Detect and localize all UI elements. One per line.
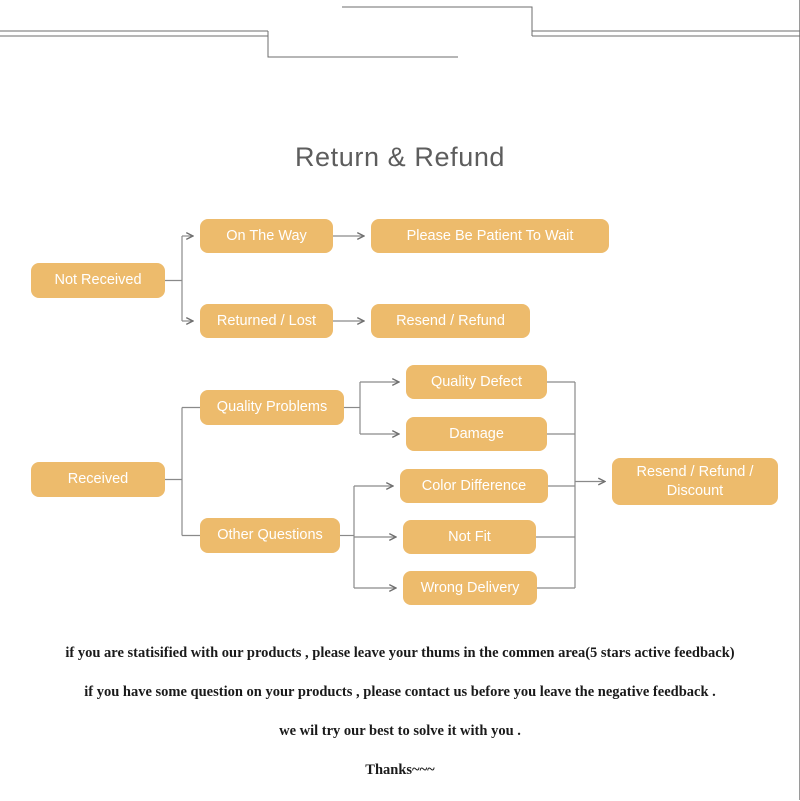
node-please-be-patient-to-wait[interactable]: Please Be Patient To Wait (371, 219, 609, 253)
footer-notes: if you are statisified with our products… (0, 645, 800, 801)
title-banner: Return & Refund (0, 0, 800, 172)
title-decoration (0, 6, 800, 58)
note-line-2: if you have some question on your produc… (84, 684, 716, 700)
title-bracket-bottom (267, 31, 458, 58)
node-on-the-way[interactable]: On The Way (200, 219, 333, 253)
node-returned-lost[interactable]: Returned / Lost (200, 304, 333, 338)
node-received[interactable]: Received (31, 462, 165, 497)
title-bracket-top (342, 6, 533, 36)
node-resend-refund[interactable]: Resend / Refund (371, 304, 530, 338)
note-line-1: if you are statisified with our products… (65, 645, 735, 661)
note-line-4: Thanks~~~ (365, 762, 435, 778)
node-other-questions[interactable]: Other Questions (200, 518, 340, 553)
node-not-received[interactable]: Not Received (31, 263, 165, 298)
node-quality-problems[interactable]: Quality Problems (200, 390, 344, 425)
node-not-fit[interactable]: Not Fit (403, 520, 536, 554)
node-damage[interactable]: Damage (406, 417, 547, 451)
node-color-difference[interactable]: Color Difference (400, 469, 548, 503)
node-wrong-delivery[interactable]: Wrong Delivery (403, 571, 537, 605)
node-resend-refund-discount[interactable]: Resend / Refund / Discount (612, 458, 778, 505)
page-title: Return & Refund (294, 142, 506, 172)
note-line-3: we wil try our best to solve it with you… (279, 723, 521, 739)
node-quality-defect[interactable]: Quality Defect (406, 365, 547, 399)
